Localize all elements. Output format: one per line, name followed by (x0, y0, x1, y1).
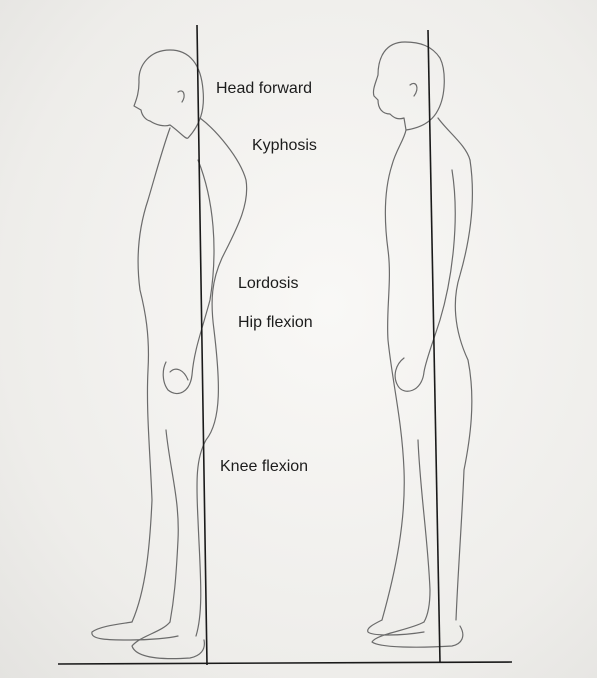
right-plumb-line (428, 30, 440, 663)
stooped-front-foot (92, 622, 178, 640)
label-hip-flexion: Hip flexion (238, 314, 313, 332)
normal-ear (410, 83, 417, 96)
ground-line (58, 662, 512, 664)
normal-arm (395, 170, 455, 391)
label-head-forward: Head forward (216, 80, 312, 98)
stooped-ear (178, 91, 184, 102)
normal-leg-inner (418, 440, 430, 622)
stooped-posture-figure (92, 50, 247, 659)
stooped-hand (170, 369, 188, 380)
stooped-front (132, 128, 170, 622)
normal-front (382, 165, 404, 620)
label-knee-flexion: Knee flexion (220, 458, 308, 476)
stooped-head (134, 50, 203, 138)
label-kyphosis: Kyphosis (252, 137, 317, 155)
normal-back (455, 160, 472, 620)
stooped-back (196, 118, 247, 636)
normal-posture-figure (368, 42, 473, 647)
normal-feet (368, 620, 463, 647)
normal-head (373, 42, 444, 130)
left-plumb-line (197, 25, 207, 665)
stooped-rear-leg (166, 430, 178, 622)
label-lordosis: Lordosis (238, 275, 298, 293)
stooped-arm (163, 160, 214, 394)
